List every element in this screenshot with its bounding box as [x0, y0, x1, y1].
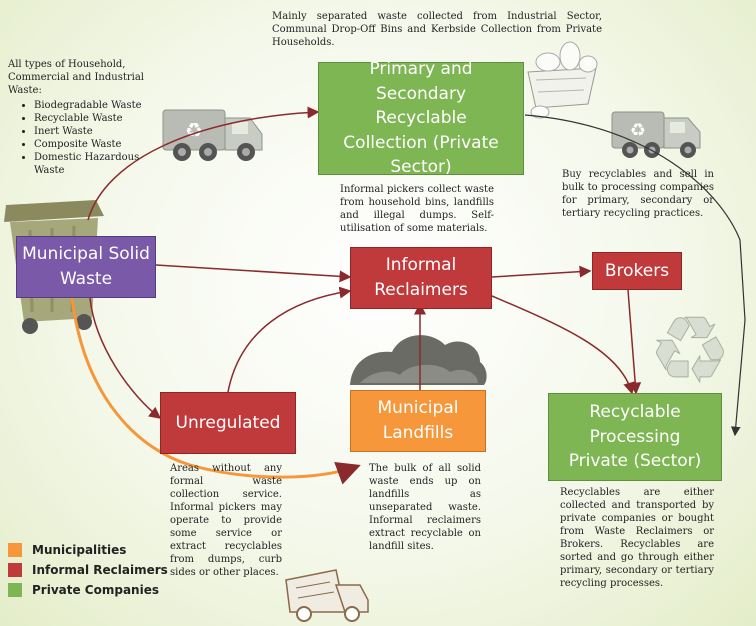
list-item: Inert Waste	[34, 125, 166, 138]
truck-icon: ♻	[162, 109, 263, 161]
waste-types-list: Biodegradable Waste Recyclable Waste Ine…	[8, 99, 166, 177]
svg-text:♻: ♻	[649, 297, 731, 404]
list-item: Composite Waste	[34, 138, 166, 151]
legend-municipalities: Municipalities	[8, 543, 126, 557]
garbage-truck-icon	[285, 569, 369, 622]
legend-label: Private Companies	[32, 583, 159, 597]
legend-swatch	[8, 583, 22, 597]
primary-secondary-collection-box: Primary and Secondary Recyclable Collect…	[318, 59, 524, 177]
list-item: Recyclable Waste	[34, 112, 166, 125]
truck-icon: ♻	[611, 111, 701, 158]
svg-text:♻: ♻	[185, 118, 203, 142]
arrow-brokers-to-recyclable	[627, 289, 642, 395]
note-unregulated: Areas without any formal waste collectio…	[170, 463, 282, 578]
brokers-box: Brokers	[592, 252, 682, 290]
municipal-landfills-box: Municipal Landfills	[350, 390, 486, 452]
note-household-waste: All types of Household, Commercial and I…	[8, 58, 166, 177]
legend-label: Municipalities	[32, 543, 127, 557]
note-landfills: The bulk of all solid waste ends up on l…	[369, 463, 481, 552]
municipal-solid-waste-box: Municipal Solid Waste	[16, 236, 156, 298]
svg-text:♻: ♻	[630, 120, 646, 141]
legend-private-companies: Private Companies	[8, 583, 159, 597]
legend-informal-reclaimers: Informal Reclaimers	[8, 563, 168, 577]
arrow-primary-to-recyclable	[524, 114, 746, 437]
note-top-collection: Mainly separated waste collected from In…	[272, 11, 602, 48]
legend-swatch	[8, 563, 22, 577]
recyclables-basket-icon	[527, 41, 598, 119]
note-recyclable-processing: Recyclables are either collected and tra…	[560, 487, 714, 589]
arrow-municipal-to-primary	[87, 106, 320, 221]
arrow-informal-to-brokers	[491, 265, 592, 278]
unregulated-box: Unregulated	[160, 392, 296, 454]
list-item: Biodegradable Waste	[34, 99, 166, 112]
landfill-heap-icon	[350, 335, 487, 385]
arrow-unregulated-to-informal	[227, 286, 352, 393]
arrow-municipal-to-informal	[155, 264, 352, 283]
arrow-informal-to-recyclable	[491, 295, 635, 395]
note-brokers: Buy recyclables and sell in bulk to proc…	[562, 169, 714, 219]
arrow-municipal-to-landfills	[70, 297, 361, 485]
note-household-title: All types of Household, Commercial and I…	[8, 59, 144, 96]
note-informal-pickers: Informal pickers collect waste from hous…	[340, 184, 494, 234]
recycle-icon: ♻	[648, 297, 731, 405]
arrow-municipal-to-unregulated	[89, 297, 162, 419]
informal-reclaimers-box: Informal Reclaimers	[350, 247, 492, 309]
legend-swatch	[8, 543, 22, 557]
list-item: Domestic Hazardous Waste	[34, 151, 166, 177]
recyclable-processing-box: Recyclable Processing Private (Sector)	[548, 393, 722, 481]
legend-label: Informal Reclaimers	[32, 563, 168, 577]
